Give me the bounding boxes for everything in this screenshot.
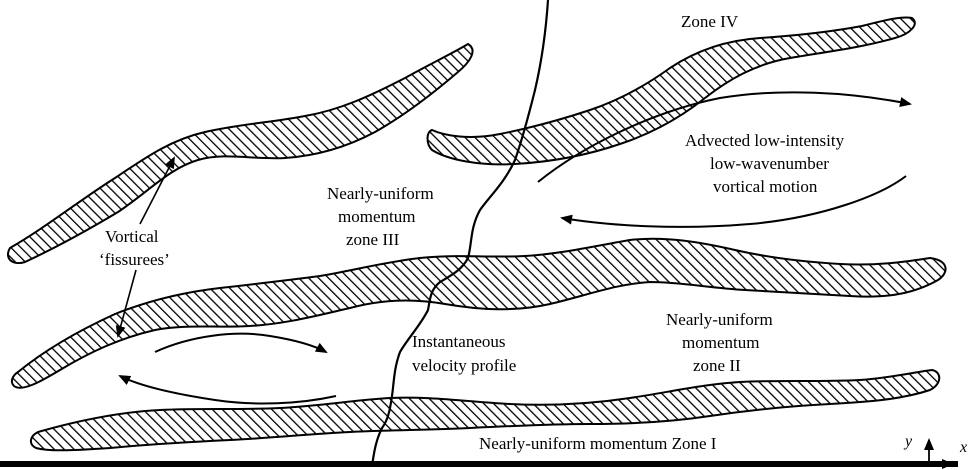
label-fissures-line1: Vortical: [105, 227, 159, 246]
label-advected-line2: low-wavenumber: [710, 154, 829, 173]
fissure-band-top-left: [8, 44, 473, 263]
label-zone-ii-line1: Nearly-uniform: [666, 310, 773, 329]
label-zone-iv: Zone IV: [681, 12, 739, 31]
label-advected-line3: vortical motion: [713, 177, 818, 196]
label-zone-iii-line1: Nearly-uniform: [327, 184, 434, 203]
label-fissures-line2: ‘fissurees’: [99, 250, 170, 269]
label-profile-line1: Instantaneous: [412, 332, 505, 351]
arrow-recirculation-lower: [120, 376, 336, 403]
label-zone-ii-line3: zone II: [693, 356, 741, 375]
x-axis-label: x: [959, 439, 967, 456]
label-zone-ii-line2: momentum: [682, 333, 759, 352]
label-zone-iii-line2: momentum: [338, 207, 415, 226]
y-axis-label: y: [903, 433, 913, 450]
arrow-recirculation-upper: [155, 334, 326, 352]
label-advected-line1: Advected low-intensity: [685, 131, 845, 150]
label-zone-iii-line3: zone III: [346, 230, 400, 249]
label-profile-line2: velocity profile: [412, 356, 516, 375]
label-zone-i: Nearly-uniform momentum Zone I: [479, 434, 717, 453]
